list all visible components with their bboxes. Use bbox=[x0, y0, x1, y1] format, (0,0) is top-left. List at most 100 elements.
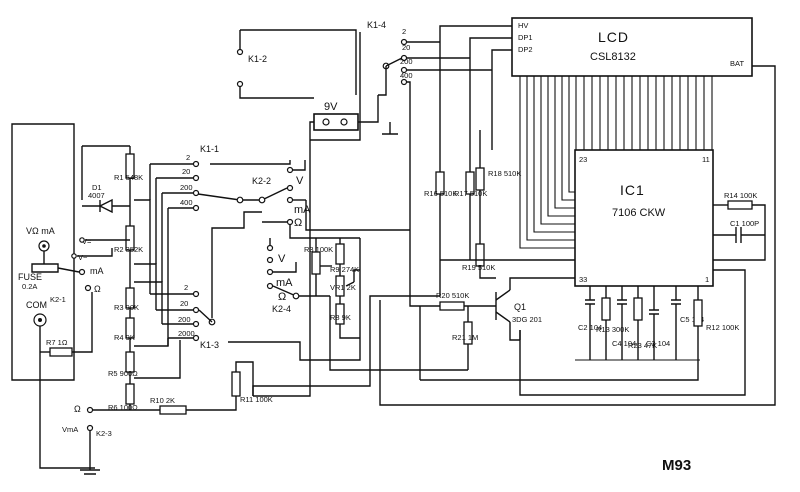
r2-label: R2 352K bbox=[114, 245, 143, 254]
q1-part: 3DG 201 bbox=[512, 315, 542, 324]
r20-label: R20 510K bbox=[436, 291, 469, 300]
c5-label: C5 104 bbox=[680, 315, 704, 324]
r18-label: R18 510K bbox=[488, 169, 521, 178]
k2-1-pos-ma: mA bbox=[90, 266, 104, 276]
lcd-name: LCD bbox=[598, 29, 629, 45]
r1-label: R1 548K bbox=[114, 173, 143, 182]
d1-label: D1 bbox=[92, 183, 102, 192]
battery-9v: 9V bbox=[253, 95, 398, 397]
ic1-name: IC1 bbox=[620, 182, 645, 198]
k2-3-label: K2-3 bbox=[96, 429, 112, 438]
k1-1-pos-2: 2 bbox=[186, 153, 190, 162]
r11-label: R11 100K bbox=[240, 395, 273, 404]
r14-label: R14 100K bbox=[724, 191, 757, 200]
k1-3-pos-2: 2 bbox=[184, 283, 188, 292]
ic1-pin-11: 11 bbox=[702, 155, 710, 164]
lcd-box bbox=[511, 17, 753, 77]
term-v-dc: V= bbox=[82, 237, 92, 246]
r13-label: R13 300K bbox=[596, 325, 629, 334]
resistor-ladder: R1 548K R2 352K R3 90K R4 9K R5 900Ω R6 … bbox=[108, 146, 181, 412]
lcd-part: CSL8132 bbox=[590, 51, 636, 63]
switch-k1-3: K1-3 2 20 200 2000 bbox=[150, 283, 219, 350]
k1-3-pos-2000: 2000 bbox=[178, 329, 195, 338]
lcd-pin-hv: HV bbox=[518, 21, 528, 30]
lcd-pin-dp1: DP1 bbox=[518, 33, 533, 42]
r16-label: R16 510K bbox=[424, 189, 457, 198]
r9-label: R9 274K bbox=[330, 265, 359, 274]
k2-2-label: K2-2 bbox=[252, 176, 271, 186]
switch-k1-4: K1-4 2 20 200 400 bbox=[310, 20, 492, 236]
r4-label: R4 9K bbox=[114, 333, 135, 342]
ic1-pin-23: 23 bbox=[579, 155, 587, 164]
switch-k2-2: K2-2 V mA Ω bbox=[210, 160, 360, 318]
k1-4-label: K1-4 bbox=[367, 20, 386, 30]
k2-4-pos-ohm: Ω bbox=[278, 291, 286, 303]
r10-label: R10 2K bbox=[150, 396, 175, 405]
fuse-rating: 0.2A bbox=[22, 282, 37, 291]
k2-3-pos-vma: VmA bbox=[62, 425, 78, 434]
k2-2-pos-v: V bbox=[296, 175, 304, 187]
k1-1-pos-20: 20 bbox=[182, 167, 190, 176]
k1-3-pos-200: 200 bbox=[178, 315, 191, 324]
r3p-label: R3 100K bbox=[304, 245, 333, 254]
r21-label: R21 1M bbox=[452, 333, 478, 342]
k2-4-pos-ma: mA bbox=[276, 277, 293, 289]
c1-label: C1 100P bbox=[730, 219, 759, 228]
k1-4-pos-400: 400 bbox=[400, 71, 413, 80]
lcd-pin-dp2: DP2 bbox=[518, 45, 533, 54]
k2-1-label: K2-1 bbox=[50, 295, 66, 304]
k1-3-pos-20: 20 bbox=[180, 299, 188, 308]
ic1-box bbox=[574, 149, 714, 287]
switch-k1-2: K1-2 bbox=[236, 29, 357, 99]
ic1-chip: IC1 7106 CKW 23 11 33 1 bbox=[574, 149, 714, 287]
vr1-label: VR1 2K bbox=[330, 283, 356, 292]
switch-k2-4: K2-4 V mA Ω bbox=[266, 238, 330, 314]
c3-label: C3 104 bbox=[646, 339, 670, 348]
r3-label: R3 90K bbox=[114, 303, 139, 312]
term-v-ac: V~ bbox=[78, 253, 88, 262]
switch-k2-3: Ω VmA K2-3 R10 2K R11 100K bbox=[62, 361, 273, 475]
lcd-pin-bat: BAT bbox=[730, 59, 744, 68]
ic1-pin-33: 33 bbox=[579, 275, 587, 284]
k2-4-label: K2-4 bbox=[272, 304, 291, 314]
q1-label: Q1 bbox=[514, 302, 526, 312]
vr1-group: R3 100K R9 274K VR1 2K R8 9K bbox=[228, 238, 361, 361]
r5-label: R5 900Ω bbox=[108, 369, 138, 378]
k2-4-pos-v: V bbox=[278, 253, 286, 265]
battery-label: 9V bbox=[324, 101, 338, 113]
c2-label: C2 104 bbox=[578, 323, 602, 332]
jack-com-label: COM bbox=[26, 300, 47, 310]
d1-part: 4007 bbox=[88, 191, 105, 200]
switch-k1-1: K1-1 2 20 200 400 bbox=[150, 144, 262, 212]
q1-transistor: Q1 3DG 201 R20 510K R21 1M bbox=[420, 277, 575, 370]
k2-2-pos-ma: mA bbox=[294, 204, 311, 216]
r7-label: R7 1Ω bbox=[46, 338, 68, 347]
k1-1-pos-200: 200 bbox=[180, 183, 193, 192]
jack-vomma-label: VΩ mA bbox=[26, 226, 55, 236]
c4-label: C4 104 bbox=[612, 339, 636, 348]
lcd-ic-bus bbox=[379, 25, 776, 406]
r23-label: R23 47K bbox=[628, 341, 657, 350]
ic-right-components: R14 100K C1 100P bbox=[713, 191, 766, 261]
diode-d1: D1 4007 bbox=[81, 145, 130, 214]
k1-4-pos-2: 2 bbox=[402, 27, 406, 36]
k2-1-pos-ohm: Ω bbox=[94, 284, 101, 294]
interconnect-wires bbox=[252, 200, 575, 396]
k2-2-pos-ohm: Ω bbox=[294, 217, 302, 229]
k1-4-pos-20: 20 bbox=[402, 43, 410, 52]
k1-2-label: K1-2 bbox=[248, 54, 267, 64]
k1-3-label: K1-3 bbox=[200, 340, 219, 350]
r8-label: R8 9K bbox=[330, 313, 351, 322]
ic1-pin-1: 1 bbox=[705, 275, 709, 284]
k1-4-pos-200: 200 bbox=[400, 57, 413, 66]
r19-label: R19 510K bbox=[462, 263, 495, 272]
lcd-display: LCD CSL8132 HV DP1 DP2 BAT bbox=[511, 17, 753, 77]
k1-1-label: K1-1 bbox=[200, 144, 219, 154]
fuse-label: FUSE bbox=[18, 272, 42, 282]
r12-label: R12 100K bbox=[706, 323, 739, 332]
input-section: VΩ mA FUSE 0.2A COM R7 1Ω V= V~ mA Ω K2-… bbox=[11, 123, 130, 469]
divider-resistors: R16 510K R17 510K R18 510K R19 510K bbox=[424, 76, 521, 279]
ic-bottom-components: C2 104 R13 300K C4 104 R23 47K C3 104 C5… bbox=[420, 269, 746, 396]
r6-label: R6 100Ω bbox=[108, 403, 138, 412]
